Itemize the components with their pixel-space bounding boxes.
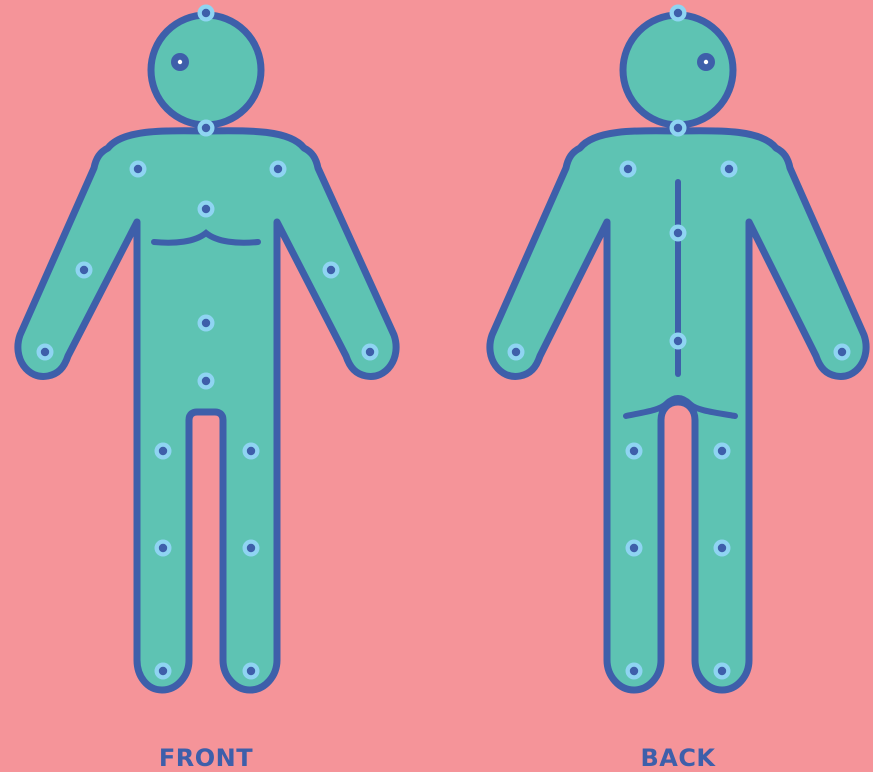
point-marker-center: [247, 667, 255, 675]
point-marker-center: [674, 9, 682, 17]
point-marker-center: [247, 447, 255, 455]
back-point-marker: [626, 663, 643, 680]
point-marker-center: [80, 266, 88, 274]
back-point-marker: [508, 344, 525, 361]
front-point-marker: [198, 201, 215, 218]
back-point-marker: [670, 120, 687, 137]
point-marker-center: [725, 165, 733, 173]
back-head: [623, 15, 733, 125]
point-marker-center: [624, 165, 632, 173]
front-point-marker: [198, 5, 215, 22]
point-marker-center: [327, 266, 335, 274]
back-eye-highlight: [704, 60, 708, 64]
point-marker-center: [630, 667, 638, 675]
front-point-marker: [243, 540, 260, 557]
front-point-marker: [76, 262, 93, 279]
front-point-marker: [198, 373, 215, 390]
back-point-marker: [670, 5, 687, 22]
back-point-marker: [626, 540, 643, 557]
point-marker-center: [202, 124, 210, 132]
point-marker-center: [838, 348, 846, 356]
front-point-marker: [270, 161, 287, 178]
point-marker-center: [674, 337, 682, 345]
front-point-marker: [155, 443, 172, 460]
front-point-marker: [243, 663, 260, 680]
back-point-marker: [670, 225, 687, 242]
front-eye-highlight: [178, 60, 182, 64]
front-point-marker: [155, 540, 172, 557]
point-marker-center: [718, 544, 726, 552]
point-marker-center: [202, 9, 210, 17]
point-marker-center: [718, 667, 726, 675]
point-marker-center: [630, 447, 638, 455]
back-point-marker: [834, 344, 851, 361]
point-marker-center: [202, 377, 210, 385]
back-point-marker: [714, 443, 731, 460]
point-marker-center: [512, 348, 520, 356]
point-marker-center: [202, 205, 210, 213]
back-view-label: BACK: [640, 744, 716, 772]
point-marker-center: [366, 348, 374, 356]
back-point-marker: [714, 663, 731, 680]
point-marker-center: [274, 165, 282, 173]
point-marker-center: [674, 124, 682, 132]
front-point-marker: [198, 315, 215, 332]
point-marker-center: [718, 447, 726, 455]
back-point-marker: [670, 333, 687, 350]
point-marker-center: [41, 348, 49, 356]
back-point-marker: [714, 540, 731, 557]
back-point-marker: [620, 161, 637, 178]
point-marker-center: [159, 544, 167, 552]
point-marker-center: [674, 229, 682, 237]
point-marker-center: [630, 544, 638, 552]
point-marker-center: [134, 165, 142, 173]
front-point-marker: [323, 262, 340, 279]
point-marker-center: [159, 447, 167, 455]
point-marker-center: [159, 667, 167, 675]
front-point-marker: [243, 443, 260, 460]
front-point-marker: [155, 663, 172, 680]
back-point-marker: [721, 161, 738, 178]
front-view-label: FRONT: [159, 744, 253, 772]
front-head: [151, 15, 261, 125]
front-point-marker: [198, 120, 215, 137]
front-point-marker: [362, 344, 379, 361]
point-marker-center: [247, 544, 255, 552]
front-point-marker: [130, 161, 147, 178]
point-marker-center: [202, 319, 210, 327]
front-point-marker: [37, 344, 54, 361]
back-point-marker: [626, 443, 643, 460]
